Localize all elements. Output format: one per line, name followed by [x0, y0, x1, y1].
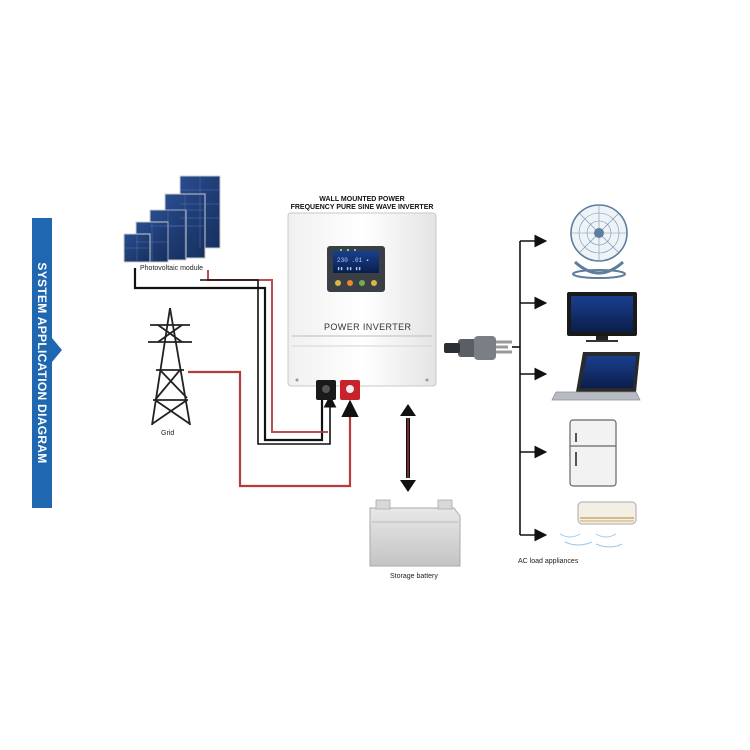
plug-icon [444, 336, 512, 360]
pv-wires [133, 268, 337, 445]
fan-icon [570, 204, 628, 279]
side-banner [32, 218, 52, 508]
inverter-title-line2: FREQUENCY PURE SINE WAVE INVERTER [290, 203, 434, 211]
distribution-bus [512, 234, 548, 542]
battery-label: Storage battery [390, 573, 438, 580]
laptop-icon [551, 352, 641, 401]
grid-label: Grid [161, 430, 175, 437]
side-banner-notch [52, 338, 62, 362]
svg-text:▮▮ ▮▮ ▮▮: ▮▮ ▮▮ ▮▮ [337, 266, 361, 272]
inverter-panel-label: POWER INVERTER [324, 322, 412, 332]
tv-icon [567, 292, 637, 342]
inverter-title-line1: WALL MOUNTED POWER [319, 196, 405, 203]
inverter-title: WALL MOUNTED POWER FREQUENCY PURE SINE W… [288, 196, 436, 211]
svg-text:230 .01 ▪: 230 .01 ▪ [337, 257, 369, 264]
grid-wires [188, 370, 359, 488]
inverter-icon: 230 .01 ▪ ▮▮ ▮▮ ▮▮ [287, 212, 437, 400]
power-tower-icon [148, 307, 192, 426]
battery-icon [369, 499, 461, 567]
solar-panels-icon [123, 175, 221, 263]
battery-arrow [400, 404, 416, 492]
appliances-label: AC load appliances [518, 558, 579, 565]
air-conditioner-icon [559, 501, 637, 548]
fridge-icon [569, 419, 617, 487]
photovoltaic-label: Photovoltaic module [140, 265, 204, 272]
